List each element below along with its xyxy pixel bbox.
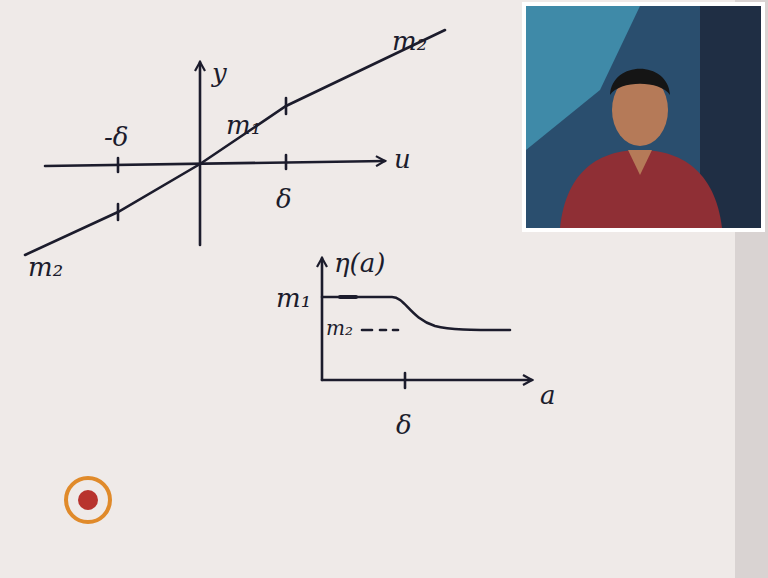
slope-label: m₁ <box>226 112 261 138</box>
slope-label: m₂ <box>392 28 427 54</box>
logo <box>66 478 110 522</box>
axis-name: η(a) <box>334 250 385 276</box>
level-label: m₂ <box>326 318 353 338</box>
slope-label: m₂ <box>28 254 63 280</box>
level-label: m₁ <box>276 285 311 311</box>
axis-name: y <box>212 60 227 86</box>
saturation-graph <box>25 30 445 255</box>
video-inset <box>522 2 765 232</box>
tick-label: δ <box>276 186 292 212</box>
tick-label: δ <box>396 412 412 438</box>
axis-name: a <box>540 382 556 408</box>
tick-label: -δ <box>104 124 128 150</box>
gain-graph <box>322 258 532 388</box>
axis-name: u <box>394 146 411 172</box>
